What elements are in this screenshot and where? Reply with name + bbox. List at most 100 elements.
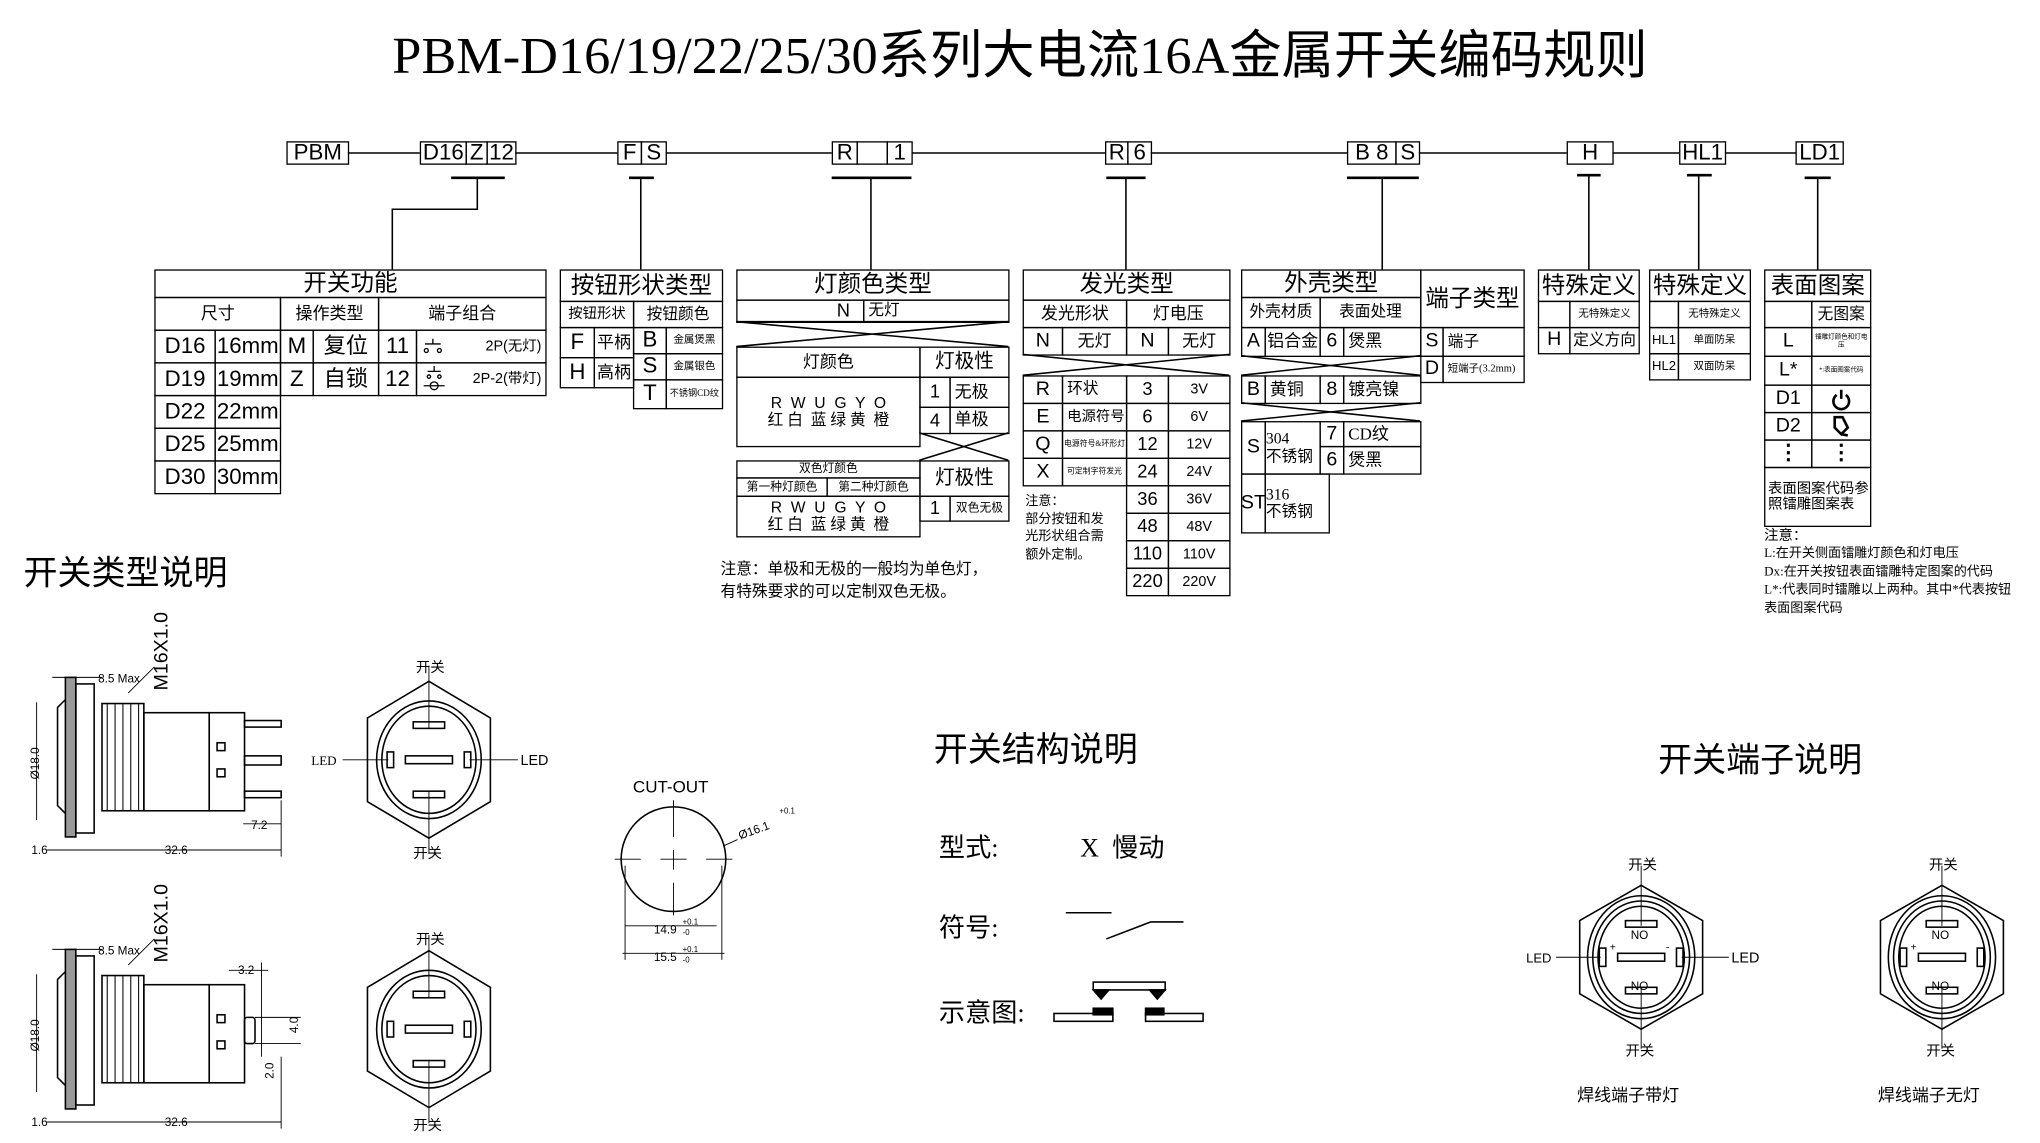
- note-line: 有特殊要求的可以定制双色无极。: [720, 581, 956, 601]
- size-value: 22mm: [214, 394, 282, 429]
- code-voltage: 6: [1127, 141, 1153, 165]
- terminal-option: 2P(无灯): [415, 329, 547, 364]
- dim-diameter: Ø18.0: [29, 747, 42, 779]
- pattern-label: 镭雕灯颜色和灯电压: [1811, 326, 1872, 358]
- voltage-label: 12V: [1167, 430, 1231, 460]
- voltage-code: 24: [1125, 457, 1170, 487]
- table-title: 表面图案: [1764, 269, 1872, 303]
- voltage-code: 36: [1125, 485, 1170, 514]
- pattern-code: D2: [1764, 411, 1813, 441]
- ref-line: 表面图案代码参: [1768, 481, 1869, 497]
- dim-thread: M16X1.0: [150, 612, 172, 691]
- label-switch-bottom-2: 开关: [413, 1117, 442, 1134]
- color-code: T: [632, 379, 667, 410]
- special-label: 双面防呆: [1677, 353, 1752, 381]
- cutout-outer-tol: +0.1: [683, 945, 698, 954]
- terminal-label: 2P(无灯): [485, 338, 542, 355]
- pattern-code: L: [1764, 326, 1813, 358]
- voltage-label: 24V: [1167, 457, 1231, 487]
- note-line: 表面图案代码: [1764, 601, 1843, 616]
- label-led-right: LED: [520, 753, 548, 769]
- blank-cell: [1764, 300, 1813, 329]
- finish-label: 煲黑: [1343, 445, 1422, 475]
- voltage-code: 12: [1125, 430, 1170, 460]
- no-special-label: 无特殊定义: [1677, 300, 1752, 329]
- term-minus: -: [1666, 943, 1670, 954]
- lamp-note: 注意：单极和无极的一般均为单色灯， 有特殊要求的可以定制双色无极。: [721, 558, 988, 602]
- voltage-label: 6V: [1167, 402, 1231, 432]
- terminal-label: 短端子(3.2mm): [1442, 355, 1525, 384]
- voltage-label: 220V: [1167, 567, 1231, 597]
- special-code: HL1: [1649, 326, 1680, 355]
- pattern-code: D1: [1764, 384, 1813, 414]
- code-lamp-polarity: 1: [886, 141, 913, 165]
- terminal-code: S: [1420, 326, 1444, 358]
- size-code: D25: [154, 427, 216, 462]
- page-title: PBM-D16/19/22/25/30系列大电流16A金属开关编码规则: [392, 26, 1648, 86]
- shape-code: H: [559, 357, 596, 389]
- voltage-code: 110: [1125, 540, 1170, 569]
- header-terminals: 端子组合: [377, 296, 547, 331]
- shape-code: E: [1022, 402, 1064, 432]
- voltage-code: 6: [1125, 402, 1170, 432]
- voltage-label: 36V: [1167, 485, 1231, 514]
- shape-label: 电源符号&环形灯: [1061, 430, 1128, 460]
- header-finish: 表面处理: [1319, 296, 1422, 329]
- bell-icon: [1833, 415, 1850, 437]
- material-label: 黄铜: [1264, 375, 1321, 405]
- dim-lug-offset: 2.0: [263, 1062, 276, 1079]
- header-voltage: 灯电压: [1125, 299, 1231, 329]
- section-title-types: 开关类型说明: [23, 553, 228, 593]
- voltage-label: 3V: [1167, 375, 1231, 405]
- op-code: Z: [279, 362, 314, 397]
- material-code: B: [1241, 375, 1266, 405]
- header-material: 外壳材质: [1241, 296, 1321, 329]
- pattern-icon-cell: [1811, 384, 1872, 414]
- dim-pin: 7.2: [251, 819, 267, 832]
- cutout-inner-tol-minus: -0: [683, 928, 691, 937]
- more-patterns-dots: ⋮: [1811, 439, 1872, 469]
- term-plus: +: [1610, 943, 1616, 954]
- color-label: 金属煲黑: [665, 326, 724, 355]
- dim-length-2: 32.6: [165, 1116, 188, 1129]
- cutout-inner: 14.9: [654, 924, 677, 937]
- note-line: L:在开关侧面镭雕灯颜色和灯电压: [1764, 546, 1959, 562]
- shape-code: F: [559, 326, 596, 359]
- size-code: D30: [154, 460, 216, 495]
- cutout-outer-tol-minus: -0: [683, 955, 691, 964]
- shape-label: 环状: [1061, 375, 1128, 405]
- code-connectors: [347, 152, 1831, 270]
- cutout-outer: 15.5: [654, 951, 677, 964]
- color-code: S: [632, 353, 667, 381]
- finish-code: 8: [1319, 375, 1345, 405]
- cutout-inner-tol: +0.1: [683, 918, 698, 927]
- code-terminal-combo: 12: [486, 141, 517, 165]
- material-label: 铝合金: [1264, 326, 1321, 358]
- switch-lamp-symbol-icon: [423, 366, 445, 391]
- note-line: Dx:在开关按钮表面镭雕特定图案的代码: [1764, 564, 1993, 580]
- terminal-code: D: [1420, 355, 1444, 384]
- none-voltage-code: N: [1125, 326, 1170, 356]
- size-code: D22: [154, 394, 216, 429]
- voltage-code: 220: [1125, 567, 1170, 597]
- header-shape: 按钮形状: [559, 300, 635, 329]
- size-value: 25mm: [214, 427, 282, 462]
- table-title: 灯颜色类型: [736, 269, 1010, 301]
- material-label: 316 不锈钢: [1264, 473, 1330, 534]
- side-view-light: [36, 666, 282, 857]
- dual-polarity-label: 双色无极: [949, 495, 1010, 522]
- dim-thread-2: M16X1.0: [150, 884, 172, 963]
- finish-code: 6: [1319, 445, 1345, 475]
- term-caption-1: 焊线端子带灯: [1577, 1086, 1679, 1105]
- dim-max-2: 8.5 Max: [98, 945, 140, 958]
- surface-note: 注意： L:在开关侧面镭雕灯颜色和灯电压 Dx:在开关按钮表面镭雕特定图案的代码…: [1764, 527, 2011, 619]
- none-voltage-label: 无灯: [1167, 326, 1231, 356]
- polarity-code: 4: [919, 406, 951, 435]
- size-value: 16mm: [214, 329, 282, 364]
- material-name: 不锈钢: [1265, 446, 1313, 465]
- section-title-terminals: 开关端子说明: [1658, 740, 1863, 780]
- blank-cell: [1537, 300, 1571, 329]
- no-pattern-label: 无图案: [1811, 300, 1872, 329]
- header-polarity: 灯极性: [919, 346, 1010, 378]
- shape-label: 可定制字符发光: [1061, 457, 1128, 487]
